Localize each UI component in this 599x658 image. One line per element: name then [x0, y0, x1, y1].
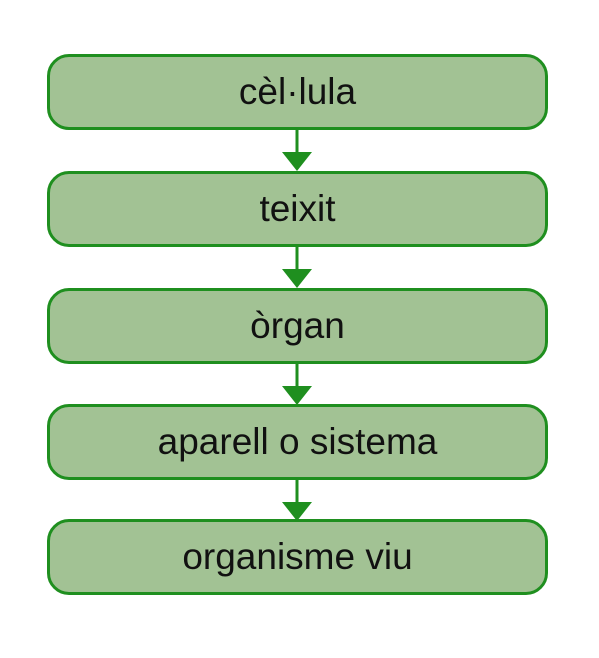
- step-label-organ: òrgan: [250, 304, 345, 346]
- down-arrow-icon: [282, 364, 312, 405]
- step-box-cell: cèl·lula: [47, 54, 548, 130]
- step-label-system: aparell o sistema: [157, 420, 438, 462]
- down-arrow-icon: [282, 480, 312, 521]
- step-box-system: aparell o sistema: [47, 404, 548, 480]
- step-label-organism: organisme viu: [182, 535, 413, 577]
- arrow-head: [282, 152, 312, 171]
- down-arrow-icon: [282, 130, 312, 171]
- step-label-tissue: teixit: [259, 187, 336, 229]
- arrow-head: [282, 502, 312, 521]
- step-box-tissue: teixit: [47, 171, 548, 247]
- arrow-head: [282, 386, 312, 405]
- arrow-head: [282, 269, 312, 288]
- step-box-organ: òrgan: [47, 288, 548, 364]
- step-label-cell: cèl·lula: [238, 70, 357, 112]
- down-arrow-icon: [282, 247, 312, 288]
- step-box-organism: organisme viu: [47, 519, 548, 595]
